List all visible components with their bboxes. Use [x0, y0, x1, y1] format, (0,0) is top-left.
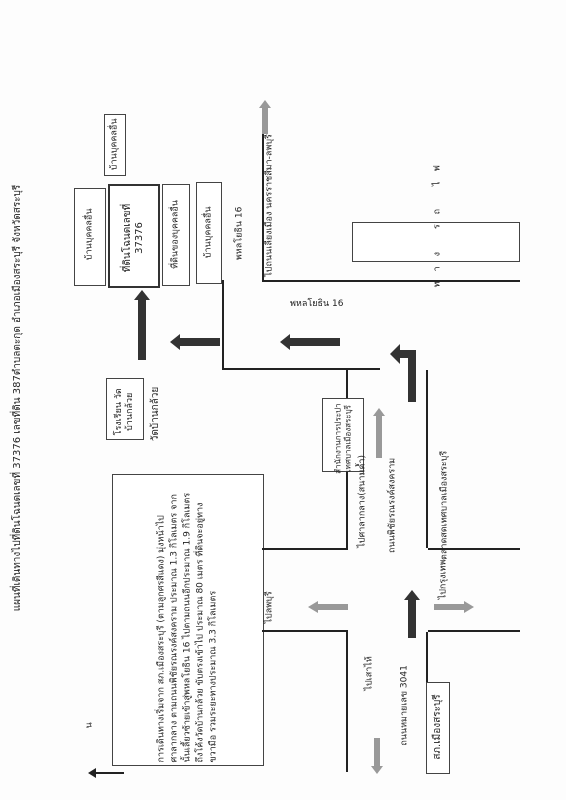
direction-arrowhead	[373, 408, 385, 416]
route-arrowhead	[280, 334, 290, 350]
route-arrowhead	[170, 334, 180, 350]
target-land-label: ที่ดินโฉนดเลขที่ 37376	[122, 203, 145, 273]
route-arrow	[408, 352, 416, 402]
neighbor-house: บ้านบุคคลอื่น	[74, 188, 106, 286]
road-label-phahonyothin16-b: พหลโยธิน 16	[290, 299, 344, 309]
direction-arrowhead	[371, 766, 383, 774]
railway-label: ทาง รถ ไฟ	[432, 155, 443, 288]
temple-label: วัดบ้านกล้วย	[150, 386, 161, 442]
road-label-lopburi: ไปลพบุรี	[264, 591, 275, 624]
route-arrowhead	[134, 290, 150, 300]
north-label: น	[84, 722, 95, 729]
road-edge	[426, 370, 428, 548]
road-edge	[262, 280, 520, 282]
route-arrowhead	[404, 590, 420, 600]
road-label-bangkok: ไปกรุงเทพ	[438, 559, 449, 600]
direction-arrow	[318, 604, 348, 610]
road-edge	[262, 630, 348, 632]
map-title: แผนที่เดินทางไปที่ดินโฉนดเลขที่ 37376 เล…	[12, 184, 23, 612]
school: โรงเรียน วัดบ้านกล้วย	[106, 378, 144, 440]
road-edge	[346, 632, 348, 772]
road-label-city-hall: ไปศาลากลาง(สนามค้ำ)	[357, 455, 368, 548]
directions-text: การเดินทางเริ่มจาก สภ.เมืองสระบุรี (ตามล…	[156, 492, 219, 763]
route-arrow	[180, 338, 220, 346]
neighbor-land: ที่ดินของบุคคลอื่น	[162, 184, 190, 286]
target-land: ที่ดินโฉนดเลขที่ 37376	[108, 184, 160, 288]
road-label-saohai: ไปเสาไห้	[364, 656, 375, 691]
route-arrow	[408, 598, 416, 638]
route-arrow	[398, 350, 416, 358]
road-edge	[222, 368, 380, 370]
direction-arrow	[434, 604, 464, 610]
directions-note: การเดินทางเริ่มจาก สภ.เมืองสระบุรี (ตามล…	[112, 474, 264, 766]
road-label-3041: ถนนหมายเลข 3041	[399, 665, 410, 746]
road-edge	[428, 630, 520, 632]
direction-arrowhead	[464, 601, 474, 613]
neighbor-house: บ้านบุคคลอื่น	[196, 182, 222, 284]
direction-arrowhead	[308, 601, 318, 613]
route-arrowhead	[390, 344, 400, 364]
road-edge	[428, 548, 520, 550]
north-arrowhead	[88, 768, 96, 778]
road-label-phahonyothin16-a: พหลโยธิน 16	[234, 206, 245, 261]
route-arrow	[138, 300, 146, 360]
route-arrow	[290, 338, 340, 346]
road-edge	[262, 548, 348, 550]
railway: ทาง รถ ไฟ	[352, 155, 520, 287]
road-label-pichai: ถนนพิชัยรณรงค์สงคราม	[387, 457, 398, 554]
municipal-office: สำนักงานการประปา เทศบาลเมืองสระบุรี	[322, 398, 364, 474]
direction-arrow	[374, 738, 380, 768]
north-arrow	[94, 772, 124, 774]
direction-arrowhead	[259, 100, 271, 108]
road-label-to-nakhon: ไปถนนเลี่ยงเมือง นครราชสีมา-ลพบุรี	[264, 134, 275, 277]
police-station: สภ.เมืองสระบุรี	[426, 682, 450, 774]
neighbor-house: บ้านบุคคลอื่น	[104, 114, 126, 176]
road-edge	[222, 280, 224, 370]
direction-arrow	[262, 108, 268, 134]
road-edge	[262, 126, 264, 282]
direction-arrow	[376, 416, 382, 458]
